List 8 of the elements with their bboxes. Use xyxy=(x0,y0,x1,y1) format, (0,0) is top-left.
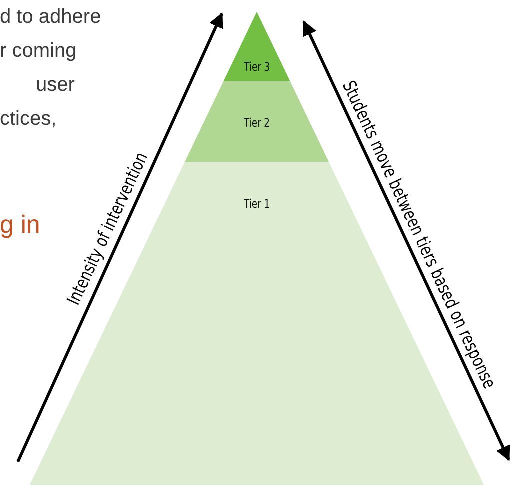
tier-label: Tier 2 xyxy=(242,116,271,130)
paragraph-text: ctices, xyxy=(0,108,57,131)
paragraph-text: user xyxy=(36,74,75,97)
double-arrow xyxy=(302,20,510,462)
tier-label: Tier 3 xyxy=(242,60,271,74)
paragraph-text: r coming xyxy=(0,40,77,63)
paragraph-text: d to adhere xyxy=(0,6,102,29)
paragraph-text: g in xyxy=(0,211,40,240)
